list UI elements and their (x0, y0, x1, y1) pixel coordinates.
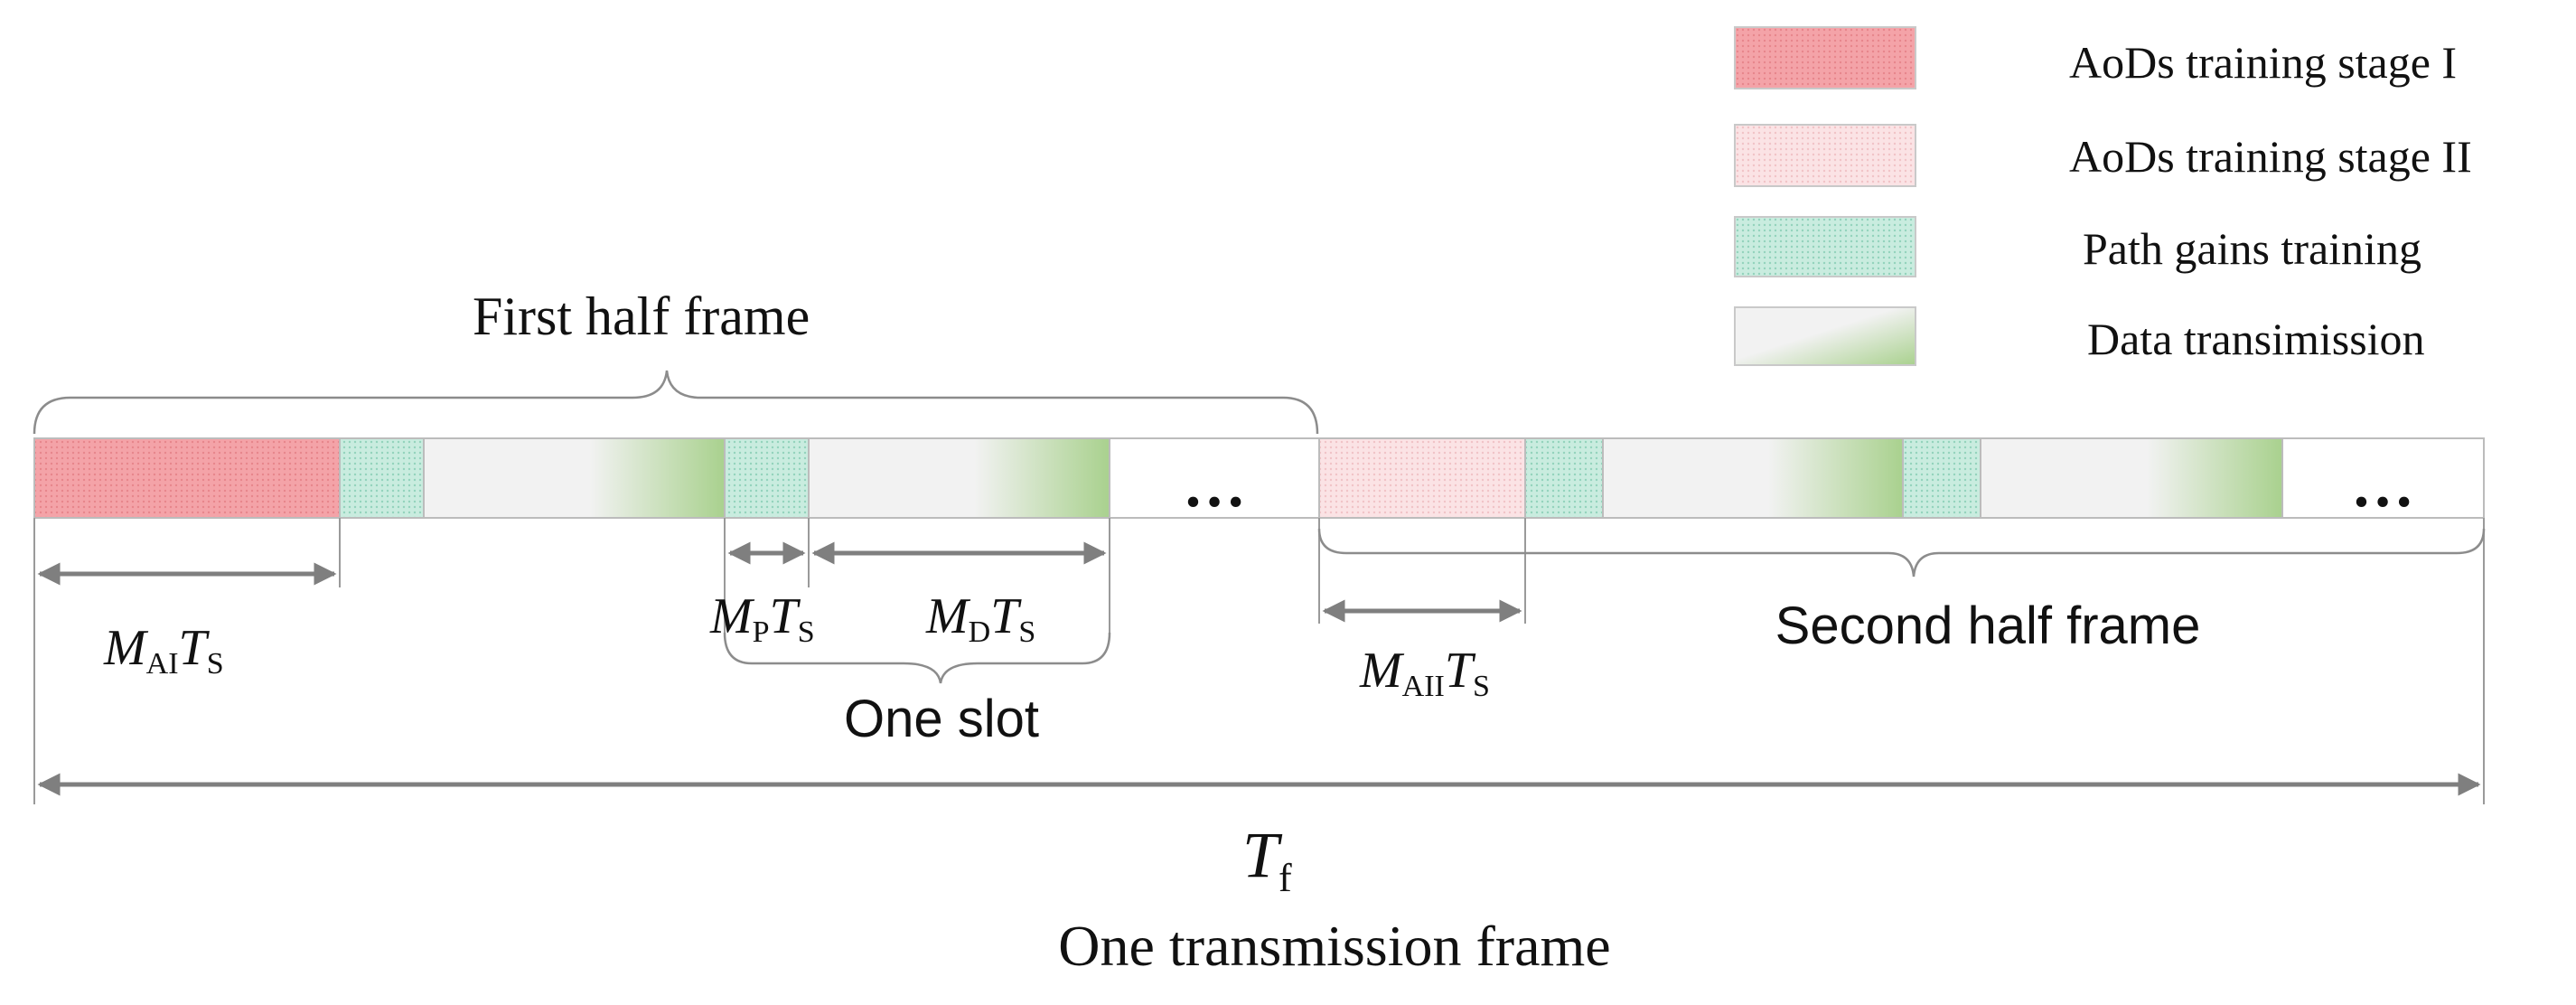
segment-data-3 (1602, 437, 1904, 519)
one-slot-label: One slot (844, 690, 1039, 748)
legend-label-path: Path gains training (2083, 223, 2421, 274)
legend-label-stage2: AoDs training stage II (2069, 131, 2472, 182)
first-half-brace (33, 370, 1319, 435)
segment-data-4 (1980, 437, 2283, 519)
segment-stage1 (33, 437, 341, 519)
second-half-label: Second half frame (1775, 596, 2201, 655)
segment-path-4 (1902, 437, 1981, 519)
label-md: MDTS (925, 588, 1035, 649)
legend-swatch-path (1734, 216, 1916, 277)
label-mp: MPTS (709, 588, 815, 649)
segment-path-3 (1524, 437, 1604, 519)
guide-lines (33, 518, 2485, 804)
dimension-arrows (37, 541, 2481, 796)
first-half-label: First half frame (473, 286, 810, 346)
legend-label-stage1: AoDs training stage I (2069, 37, 2457, 88)
segment-path-2 (724, 437, 810, 519)
legend-swatch-data (1734, 306, 1916, 366)
segment-path-1 (339, 437, 425, 519)
segment-ellipsis-1 (1109, 437, 1320, 519)
ellipsis-2: … (2351, 451, 2414, 521)
label-maii: MAIITS (1359, 643, 1490, 703)
one-slot-brace (723, 632, 1111, 684)
legend-swatch-stage1 (1734, 26, 1916, 89)
frame-title: One transmission frame (1058, 914, 1610, 978)
legend-swatch-stage2 (1734, 124, 1916, 187)
second-half-brace (1317, 528, 2486, 578)
segment-ellipsis-2 (2281, 437, 2485, 519)
label-tf: Tf (1242, 819, 1292, 900)
legend: AoDs training stage I AoDs training stag… (1734, 26, 2472, 366)
legend-label-data: Data transimission (2087, 314, 2425, 364)
frame-bar: … … (33, 437, 2485, 521)
segment-data-2 (808, 437, 1110, 519)
label-mai: MAITS (103, 620, 224, 681)
segment-data-1 (423, 437, 726, 519)
segment-stage2 (1318, 437, 1526, 519)
ellipsis-1: … (1183, 451, 1246, 521)
